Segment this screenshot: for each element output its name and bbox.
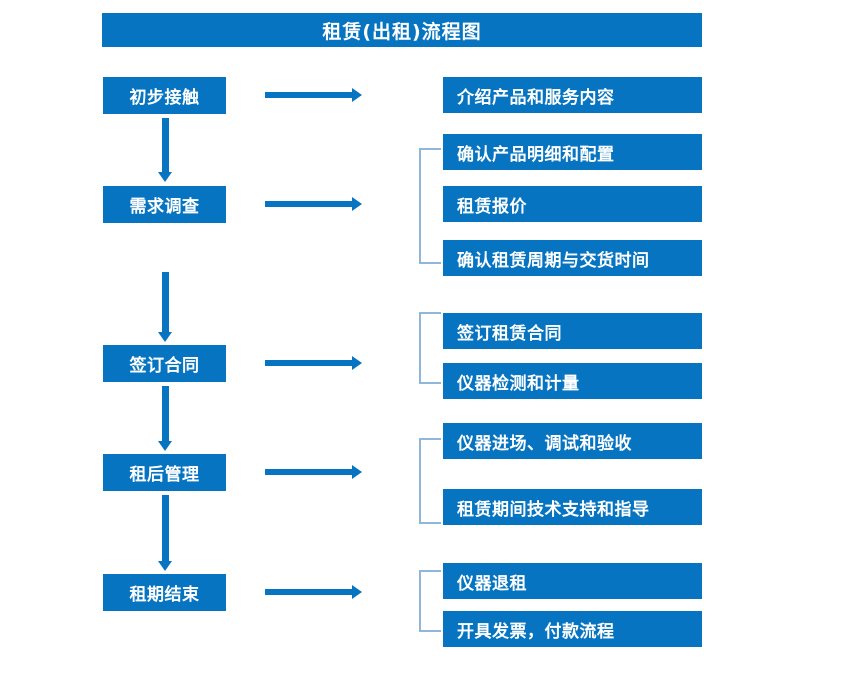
detail-arrow-right-4: [265, 465, 362, 479]
group-bracket-rental-end: [419, 570, 441, 632]
arrow-shaft: [162, 118, 169, 172]
arrow-shaft: [265, 201, 353, 207]
detail-box-confirm-period[interactable]: 确认租赁周期与交货时间: [443, 240, 702, 276]
detail-box-invoice-payment[interactable]: 开具发票，付款流程: [443, 611, 702, 647]
detail-arrow-right-1: [265, 88, 362, 102]
detail-box-technical-support[interactable]: 租赁期间技术支持和指导: [443, 489, 702, 525]
group-bracket-sign-contract: [419, 312, 441, 384]
arrow-head: [158, 172, 172, 182]
flow-arrow-down-1: [158, 118, 172, 182]
arrow-shaft: [162, 386, 169, 441]
group-bracket-post-rental-management: [419, 438, 441, 524]
detail-box-introduce-products[interactable]: 介绍产品和服务内容: [443, 77, 702, 113]
detail-box-instrument-entry[interactable]: 仪器进场、调试和验收: [443, 423, 702, 459]
stage-box-rental-end[interactable]: 租期结束: [103, 574, 226, 611]
arrow-head: [158, 561, 172, 571]
chart-title: 租赁(出租)流程图: [102, 13, 702, 47]
arrow-shaft: [265, 589, 353, 595]
arrow-head: [352, 465, 362, 479]
arrow-shaft: [265, 92, 353, 98]
arrow-head: [352, 585, 362, 599]
detail-arrow-right-5: [265, 585, 362, 599]
stage-box-needs-survey[interactable]: 需求调查: [103, 186, 226, 223]
arrow-head: [352, 197, 362, 211]
detail-arrow-right-2: [265, 197, 362, 211]
arrow-shaft: [162, 272, 169, 332]
stage-box-initial-contact[interactable]: 初步接触: [103, 77, 226, 114]
stage-box-sign-contract[interactable]: 签订合同: [103, 345, 226, 382]
arrow-shaft: [162, 495, 169, 561]
detail-box-rental-quote[interactable]: 租赁报价: [443, 186, 702, 222]
group-bracket-needs-survey: [419, 148, 441, 264]
arrow-head: [158, 332, 172, 342]
detail-box-confirm-spec[interactable]: 确认产品明细和配置: [443, 134, 702, 170]
stage-box-post-rental-management[interactable]: 租后管理: [103, 454, 226, 491]
flow-arrow-down-2: [158, 272, 172, 342]
detail-box-sign-rental-contract[interactable]: 签订租赁合同: [443, 313, 702, 349]
flow-arrow-down-3: [158, 386, 172, 451]
detail-box-instrument-testing[interactable]: 仪器检测和计量: [443, 363, 702, 399]
arrow-head: [352, 356, 362, 370]
arrow-head: [352, 88, 362, 102]
arrow-shaft: [265, 469, 353, 475]
flow-arrow-down-4: [158, 495, 172, 571]
arrow-head: [158, 441, 172, 451]
detail-box-instrument-return[interactable]: 仪器退租: [443, 563, 702, 599]
detail-arrow-right-3: [265, 356, 362, 370]
arrow-shaft: [265, 360, 353, 366]
